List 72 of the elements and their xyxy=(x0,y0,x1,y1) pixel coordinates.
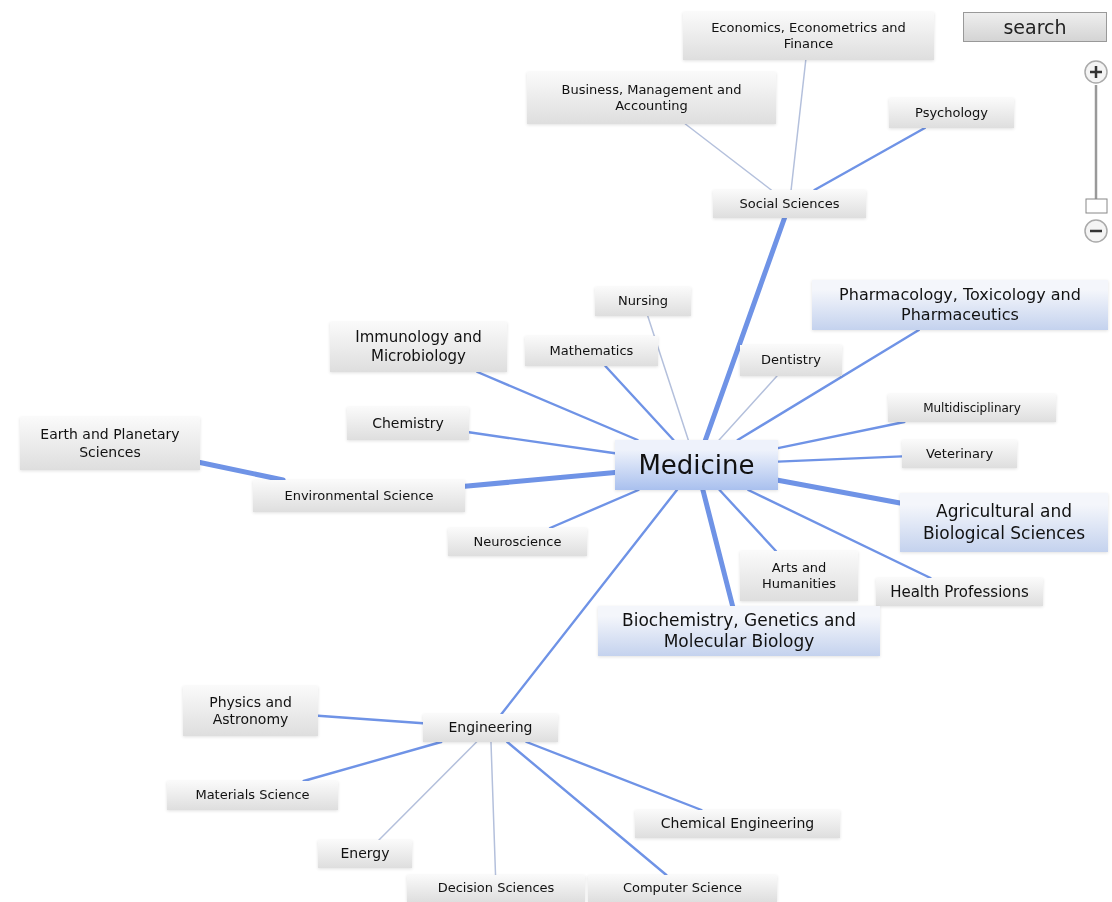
connector-line xyxy=(506,740,668,877)
topic-label: Energy xyxy=(340,845,390,863)
topic-label: Decision Sciences xyxy=(437,880,555,897)
topic-box xyxy=(740,551,858,601)
topic-box xyxy=(888,394,1056,422)
topic-label: Multidisciplinary xyxy=(923,400,1021,416)
connector-line xyxy=(302,740,443,783)
connector-line xyxy=(647,315,690,441)
connector-line xyxy=(525,740,703,812)
topic-label: Chemical Engineering xyxy=(660,815,815,833)
topic-box xyxy=(683,12,934,60)
connector-line xyxy=(500,488,679,716)
connector-line xyxy=(718,375,778,441)
topic-box xyxy=(595,287,691,316)
topic-label: Neuroscience xyxy=(473,533,562,551)
topic-box xyxy=(635,810,840,838)
topic-box xyxy=(902,440,1017,468)
connector-line xyxy=(736,328,921,442)
topic-label: Chemistry xyxy=(372,414,444,433)
topic-box xyxy=(525,336,658,366)
topic-box xyxy=(407,875,585,902)
connector-line xyxy=(813,126,926,192)
topic-box xyxy=(713,190,866,218)
topic-label: Veterinary xyxy=(925,445,994,463)
topic-box xyxy=(740,345,842,376)
topic-label: Pharmacology, Toxicology and Pharmaceutics xyxy=(838,285,1082,325)
topic-box xyxy=(183,686,318,736)
connector-line xyxy=(378,741,478,841)
topic-label: Medicine xyxy=(638,448,755,482)
connector-line xyxy=(790,59,807,191)
topic-label: Nursing xyxy=(617,293,669,310)
topic-box xyxy=(527,72,776,124)
topic-box xyxy=(318,840,412,868)
topic-box xyxy=(20,417,200,470)
topic-box xyxy=(167,781,338,810)
topic-box xyxy=(812,280,1108,330)
connector-line xyxy=(684,123,772,191)
topic-label: Engineering xyxy=(448,719,533,737)
topic-box xyxy=(876,578,1043,606)
topic-label: Agricultural and Biological Sciences xyxy=(921,501,1087,544)
topic-box xyxy=(900,493,1108,552)
topic-label: Earth and Planetary Sciences xyxy=(39,426,181,461)
topic-label: Psychology xyxy=(915,104,988,122)
topic-label: Materials Science xyxy=(195,787,310,804)
connector-line xyxy=(548,488,640,530)
connector-line xyxy=(747,488,932,580)
connector-line xyxy=(718,488,778,553)
topic-label: Dentistry xyxy=(761,352,821,369)
topic-box xyxy=(588,875,777,902)
topic-box xyxy=(253,480,465,512)
topic-label: Arts and Humanities xyxy=(761,559,837,593)
search-button: search xyxy=(963,12,1107,42)
topic-box xyxy=(889,98,1014,128)
topic-box xyxy=(423,714,558,742)
topic-label: Biochemistry, Genetics and Molecular Biology xyxy=(621,609,857,653)
topic-label: Immunology and Microbiology xyxy=(354,328,483,366)
topic-label: Economics, Econometrics and Finance xyxy=(710,19,907,53)
topic-box xyxy=(448,528,587,556)
topic-label: Computer Science xyxy=(622,880,743,897)
topic-label: Physics and Astronomy xyxy=(208,693,293,729)
topic-label: Mathematics xyxy=(549,342,634,360)
topic-label: Business, Management and Accounting xyxy=(560,81,743,115)
connector-line xyxy=(604,364,675,442)
central-topic-box xyxy=(615,440,778,490)
topic-label: Social Sciences xyxy=(739,195,840,213)
topic-label: Health Professions xyxy=(890,582,1029,602)
topic-box xyxy=(598,606,880,656)
topic-box xyxy=(330,322,507,372)
topic-box xyxy=(347,407,469,440)
connector-line xyxy=(490,741,497,876)
connector-line xyxy=(476,370,639,442)
topic-label: Environmental Science xyxy=(284,487,434,505)
